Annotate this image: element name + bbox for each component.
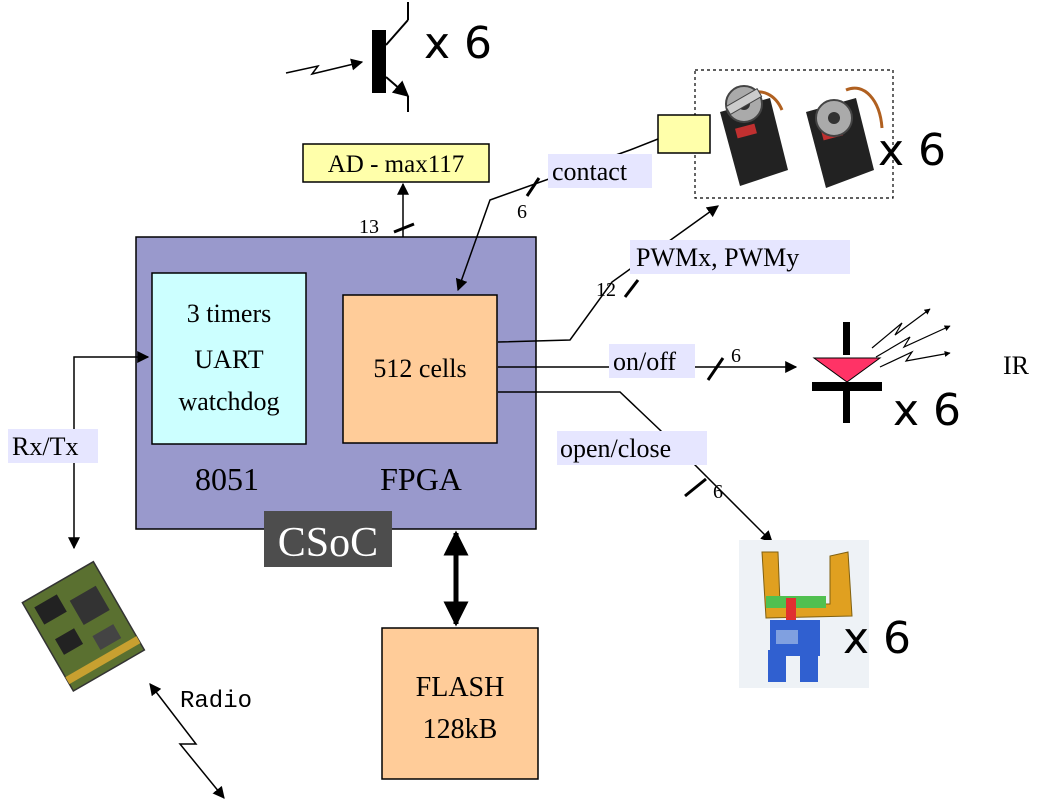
flash-line-1: FLASH [416, 672, 505, 703]
contact-label-bg [548, 154, 652, 188]
flash-line-2: 128kB [423, 714, 498, 745]
mcu-line-3: watchdog [178, 387, 279, 416]
rxtx-label-bg [8, 429, 98, 463]
ad-converter-box [302, 143, 490, 183]
on-off-label: on/off [613, 347, 676, 376]
bus-width-12: 12 [596, 279, 616, 301]
rxtx-label: Rx/Tx [12, 432, 78, 461]
pwm-label: PWMx, PWMy [636, 243, 799, 272]
radio-label: Radio [180, 688, 252, 715]
pwm-label-bg [630, 240, 850, 274]
servo-icon [806, 86, 884, 188]
open-close-line [498, 391, 773, 543]
gripper-icon [739, 540, 869, 688]
radio-wave-icon [149, 683, 225, 799]
bus-slash-gripper [684, 477, 707, 498]
csoc-label-box [264, 511, 392, 567]
ir-multiplier: x 6 [893, 385, 961, 436]
bus-width-gripper: 6 [713, 481, 723, 503]
mcu-line-2: UART [194, 345, 263, 374]
ir-led-icon [812, 308, 951, 423]
fpga-name: FPGA [380, 461, 462, 497]
ad-converter-label: AD - max117 [328, 151, 465, 178]
transistor-icon [285, 2, 410, 112]
on-off-label-bg [609, 344, 695, 378]
bus-slash-ir [706, 357, 725, 381]
bus-width-13: 13 [359, 216, 379, 238]
transistor-multiplier: x 6 [424, 18, 492, 69]
bus-slash-contact [525, 177, 541, 197]
ir-label: IR [1003, 351, 1030, 380]
contact-label: contact [552, 157, 628, 186]
mcu-name: 8051 [195, 461, 259, 497]
bus-slash-13 [393, 222, 415, 234]
flash-block [381, 627, 539, 780]
contact-sensor-box [657, 114, 711, 154]
fpga-cells-label: 512 cells [373, 354, 466, 383]
servo-multiplier: x 6 [878, 125, 946, 176]
mcu-block [151, 272, 307, 445]
csoc-label: CSoC [278, 520, 378, 566]
mcu-line-1: 3 timers [187, 299, 272, 328]
fpga-block [342, 294, 498, 444]
bus-slash-12 [623, 279, 640, 298]
bus-width-ir: 6 [731, 345, 741, 367]
open-close-label: open/close [560, 434, 671, 463]
bus-width-contact: 6 [517, 201, 527, 223]
radio-module-icon [21, 560, 146, 693]
open-close-label-bg [557, 431, 707, 465]
rxtx-line [68, 351, 150, 550]
servo-icon [720, 85, 788, 186]
gripper-multiplier: x 6 [843, 613, 911, 664]
